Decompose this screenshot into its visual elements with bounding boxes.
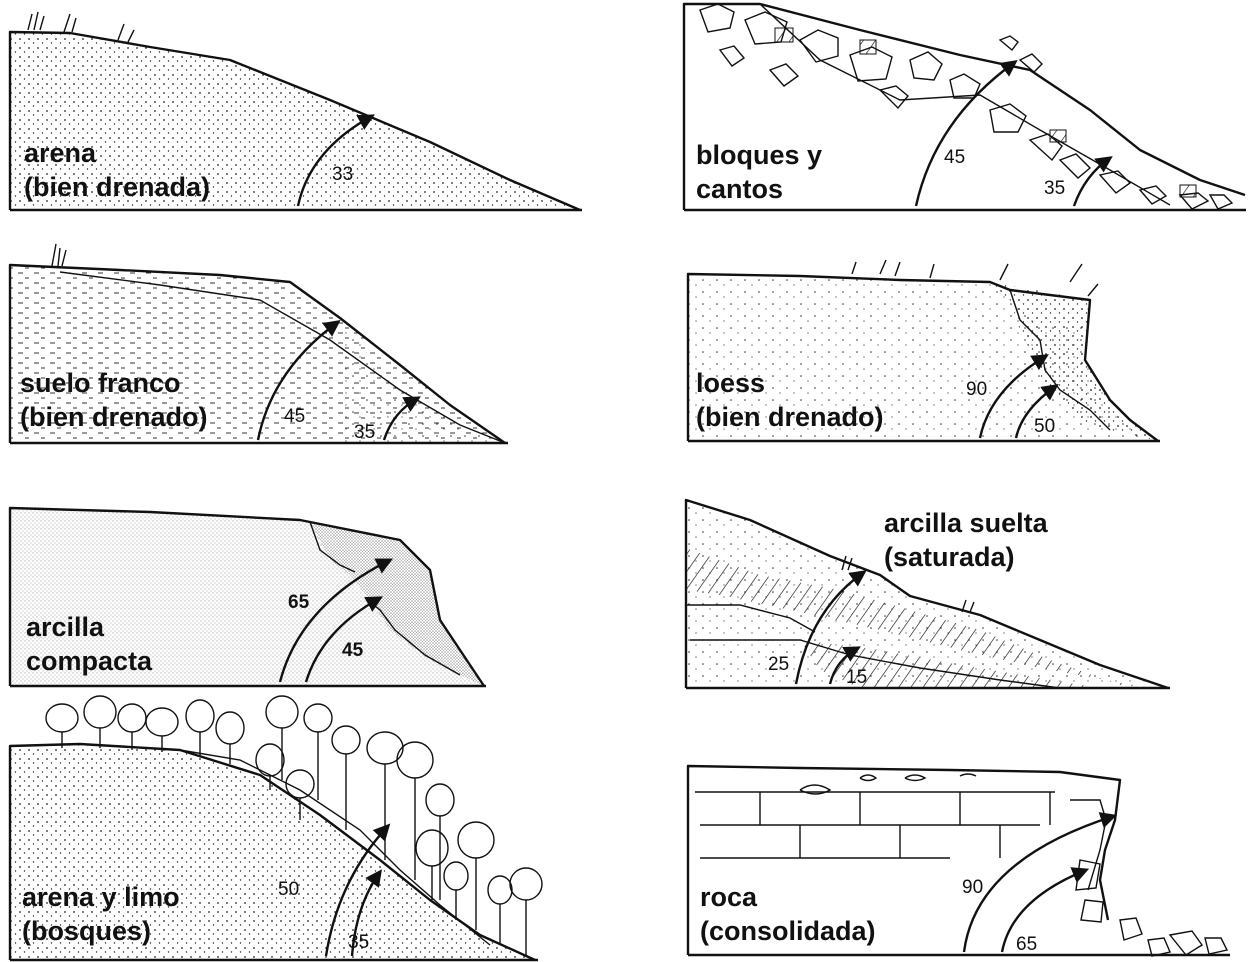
arena-limo-angle-1: 50 — [278, 879, 299, 900]
hatched-block-1 — [775, 28, 793, 42]
panel-arcilla-suelta: 25 15 arcilla suelta (saturada) — [686, 500, 1170, 688]
bloques-angle-2: 35 — [1044, 178, 1065, 199]
arcilla-compacta-angle-1: 65 — [288, 592, 310, 613]
bloques-angle-1: 45 — [944, 147, 965, 168]
panel-loess: 90 50 loess (bien drenado) — [688, 260, 1160, 441]
bloques-label-line-2: cantos — [696, 174, 783, 204]
arcilla-compacta-label-line-2: compacta — [26, 646, 153, 676]
arena-limo-angle-2: 35 — [348, 932, 369, 953]
bloques-label-line-1: bloques y — [696, 140, 822, 170]
loess-label-line-2: (bien drenado) — [696, 402, 884, 432]
hatched-block-2 — [860, 40, 876, 54]
panel-suelo: 45 35 suelo franco (bien drenado) — [10, 244, 508, 443]
arcilla-suelta-angle-2: 15 — [846, 667, 867, 688]
arcilla-suelta-angle-1: 25 — [768, 654, 789, 675]
suelo-angle-2: 35 — [354, 422, 375, 443]
loess-angle-2: 50 — [1034, 416, 1055, 437]
suelo-angle-1: 45 — [284, 406, 305, 427]
arcilla-suelta-label-line-1: arcilla suelta — [884, 508, 1049, 538]
roca-angle-2: 65 — [1016, 934, 1037, 955]
arcilla-suelta-label-line-2: (saturada) — [884, 542, 1015, 572]
panel-arena: 33 arena (bien drenada) — [10, 12, 582, 210]
suelo-label-line-1: suelo franco — [20, 368, 181, 398]
arcilla-compacta-label-line-1: arcilla — [26, 612, 105, 642]
roca-angle-1: 90 — [962, 877, 983, 898]
loess-angle-1: 90 — [966, 379, 987, 400]
arena-angle-1: 33 — [332, 164, 353, 185]
arcilla-compacta-angle-2: 45 — [342, 640, 364, 661]
panel-roca: 90 65 roca (consolidada) — [688, 766, 1230, 956]
arena-label-line-2: (bien drenada) — [24, 172, 210, 202]
panel-arcilla-compacta: 65 45 arcilla compacta — [10, 508, 486, 686]
hatched-block-4 — [1180, 185, 1196, 197]
roca-label-line-1: roca — [700, 882, 758, 912]
loess-label-line-1: loess — [696, 368, 765, 398]
arena-label-line-1: arena — [24, 138, 97, 168]
grass-icon — [52, 244, 66, 266]
panel-arena-limo: 50 35 arena y limo (bosques) — [10, 696, 542, 960]
suelo-label-line-2: (bien drenado) — [20, 402, 208, 432]
panel-bloques: 45 35 bloques y cantos — [684, 4, 1246, 210]
arena-limo-label-line-2: (bosques) — [22, 916, 151, 946]
roca-label-line-2: (consolidada) — [700, 916, 876, 946]
arena-limo-label-line-1: arena y limo — [22, 882, 180, 912]
